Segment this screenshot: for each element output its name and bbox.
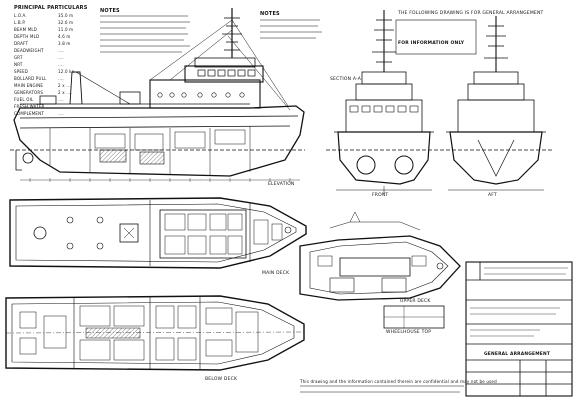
particulars-value: 11.0 m [58, 27, 74, 32]
front-label: FRONT [372, 193, 389, 198]
drawing-title: GENERAL ARRANGEMENT [484, 352, 551, 357]
particulars-value: .... [58, 111, 64, 116]
particulars-key: GRT [14, 55, 23, 60]
section-label: SECTION A-A [330, 77, 362, 82]
particulars-title: PRINCIPAL PARTICULARS [14, 5, 88, 11]
particulars-key: DEPTH MLD [14, 34, 40, 39]
wheelhouse-label: WHEELHOUSE TOP [386, 330, 432, 335]
elevation-view [10, 8, 305, 182]
below-deck-plan [5, 295, 305, 371]
main-deck-plan [9, 197, 307, 269]
notes-title: NOTES [260, 11, 280, 17]
front-view [326, 10, 440, 194]
particulars-value: .... [58, 97, 64, 102]
particulars-value: .... [58, 104, 64, 109]
particulars-value: .... [58, 55, 64, 60]
aft-label: AFT [488, 193, 497, 198]
particulars-key: FRESH WATER [14, 104, 45, 109]
main-deck-label: MAIN DECK [262, 271, 290, 276]
upper-deck-label: UPPER DECK [400, 299, 431, 304]
upper-deck-plan [299, 211, 461, 329]
notes2-title: NOTES [100, 8, 120, 14]
aft-view [440, 16, 552, 191]
title-block [465, 261, 573, 397]
approval-stamp: FOR INFORMATION ONLY [398, 41, 465, 46]
particulars-key: L.O.A. [14, 13, 27, 18]
particulars-value: 4.6 m [58, 34, 71, 39]
particulars-value: 2 x .... [58, 90, 73, 95]
particulars-key: L.B.P. [14, 20, 26, 25]
particulars-value: .... [58, 76, 64, 81]
below-deck-label: BELOW DECK [205, 377, 238, 382]
bottom-note: This drawing and the information contain… [300, 379, 497, 384]
particulars-key: GENERATORS [14, 90, 44, 95]
particulars-value: .... [58, 62, 64, 67]
notes-lines [100, 15, 322, 53]
particulars-key: BEAM MLD [14, 27, 38, 32]
approval-note: THE FOLLOWING DRAWING IS FOR GENERAL ARR… [398, 11, 544, 16]
particulars-value: 2 x .... [58, 83, 73, 88]
particulars-value: 12.0 kn [58, 69, 75, 74]
particulars-key: COMPLEMENT [14, 111, 44, 116]
particulars-value: 3.8 m [58, 41, 71, 46]
particulars-key: MAIN ENGINE [14, 83, 44, 88]
elevation-label: ELEVATION [268, 182, 295, 187]
particulars-value: 35.0 m [58, 13, 74, 18]
particulars-key: SPEED [14, 69, 29, 74]
particulars-value: .... [58, 48, 64, 53]
particulars-key: DRAFT [14, 41, 29, 46]
approval-stamp-box [395, 19, 477, 55]
particulars-key: NRT [14, 62, 23, 67]
particulars-value: 32.6 m [58, 20, 74, 25]
particulars-key: BOLLARD PULL [14, 76, 47, 81]
particulars-key: DEADWEIGHT [14, 48, 44, 53]
particulars-key: FUEL OIL [14, 97, 34, 102]
